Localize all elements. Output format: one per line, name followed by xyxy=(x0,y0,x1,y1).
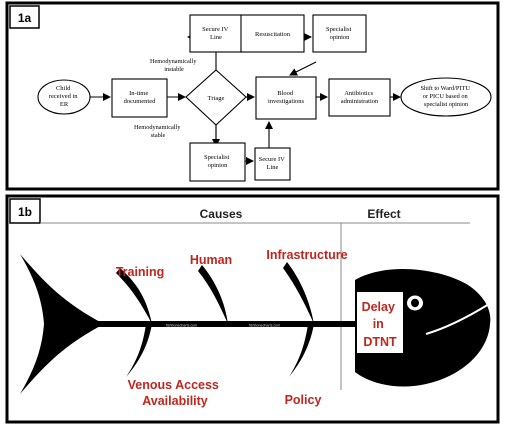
node-text: ER xyxy=(60,101,69,108)
node-text: Specialist xyxy=(326,26,351,33)
spine-watermark: fishbonecharts.com xyxy=(249,324,280,328)
node-text: Secure IV xyxy=(202,26,228,33)
node-text: administration xyxy=(341,98,379,105)
svg-text:Blood investigations: Blood investigations xyxy=(268,90,305,105)
fish-pupil xyxy=(411,298,419,308)
node-text: Secure IV xyxy=(259,156,285,163)
node-text: Antibiotics xyxy=(344,90,373,97)
svg-text:Specialist opinion: Specialist opinion xyxy=(204,154,231,169)
panel-1a-tag-box xyxy=(9,5,40,29)
node-text: opinion xyxy=(330,34,351,41)
node-antibiotics: Antibiotics administration xyxy=(328,78,391,117)
node-triage: Triage xyxy=(185,69,247,126)
bone-policy xyxy=(289,324,314,377)
node-text: documented xyxy=(124,98,157,105)
label-hemodynamically-stable: Hemodynamically stable xyxy=(134,124,182,139)
bone-human xyxy=(198,265,228,324)
svg-text:Antibiotics administra: Antibiotics administration xyxy=(341,90,379,105)
node-child-received: Child received in ER xyxy=(37,79,91,115)
node-text: received in xyxy=(49,93,78,100)
svg-text:Shift to Ward/PITU or: Shift to Ward/PITU or PICU based on spec… xyxy=(421,85,472,108)
node-shift-to-ward: Shift to Ward/PITU or PICU based on spec… xyxy=(400,77,492,117)
node-specialist-top: Specialist opinion xyxy=(312,14,367,53)
node-text: Line xyxy=(267,164,279,171)
cause-training: Training xyxy=(116,265,165,279)
panel-1b: 1b Causes Effect fishbonecharts.com fish… xyxy=(5,194,500,424)
cause-policy: Policy xyxy=(285,393,322,407)
node-text: Resuscitation xyxy=(255,31,291,38)
panel-1b-tag: 1b xyxy=(18,205,32,219)
fish-tail xyxy=(20,254,104,394)
panel-1a: 1a Child received in ER xyxy=(5,1,500,191)
node-text: opinion xyxy=(208,162,229,169)
node-resuscitation: Resuscitation xyxy=(240,14,305,53)
svg-text:Child received in: Child received in ER xyxy=(49,85,79,108)
node-intime-documented: In-time documented xyxy=(111,78,168,118)
bone-infrastructure xyxy=(283,262,314,324)
panel-1a-tag: 1a xyxy=(18,11,32,25)
node-secure-iv-top: Secure IV Line xyxy=(189,14,243,53)
bone-venous-access xyxy=(126,324,152,377)
node-text: Blood xyxy=(277,90,294,97)
node-text: Triage xyxy=(208,95,225,102)
cause-human: Human xyxy=(190,253,232,267)
node-text: specialist opinion xyxy=(424,101,469,108)
node-text: Line xyxy=(210,34,222,41)
svg-text:Secure IV Line: Secure IV Line xyxy=(259,156,287,171)
label-hemodynamically-instable: Hemodynamically instable xyxy=(150,58,198,73)
effect-box xyxy=(357,292,403,353)
svg-text:Secure IV Line: Secure IV Line xyxy=(202,26,230,41)
effect-text: Delay in DTNT xyxy=(362,300,399,349)
node-text: In-time xyxy=(129,90,148,97)
cause-venous-access: Venous Access Availability xyxy=(128,378,223,408)
node-text: or PICU based on xyxy=(423,93,469,100)
node-text: Specialist xyxy=(204,154,229,161)
node-secure-iv-bottom: Secure IV Line xyxy=(254,147,291,181)
cause-infrastructure: Infrastructure xyxy=(266,248,347,262)
svg-text:In-time documented: In-time documented xyxy=(124,90,157,105)
fish-mouth xyxy=(425,303,490,335)
node-text: Shift to Ward/PITU xyxy=(421,85,471,92)
spine-watermark: fishbonecharts.com xyxy=(166,324,197,328)
node-blood-investigations: Blood investigations xyxy=(255,76,317,120)
node-text: Child xyxy=(56,85,71,92)
svg-text:Specialist opinion: Specialist opinion xyxy=(326,26,353,41)
node-text: investigations xyxy=(268,98,305,105)
header-causes: Causes xyxy=(200,207,243,221)
fish-spine xyxy=(90,321,355,327)
header-effect: Effect xyxy=(367,207,400,221)
bone-training xyxy=(116,268,152,324)
node-specialist-bottom: Specialist opinion xyxy=(189,142,246,182)
panel-1b-tag-box xyxy=(9,198,41,224)
